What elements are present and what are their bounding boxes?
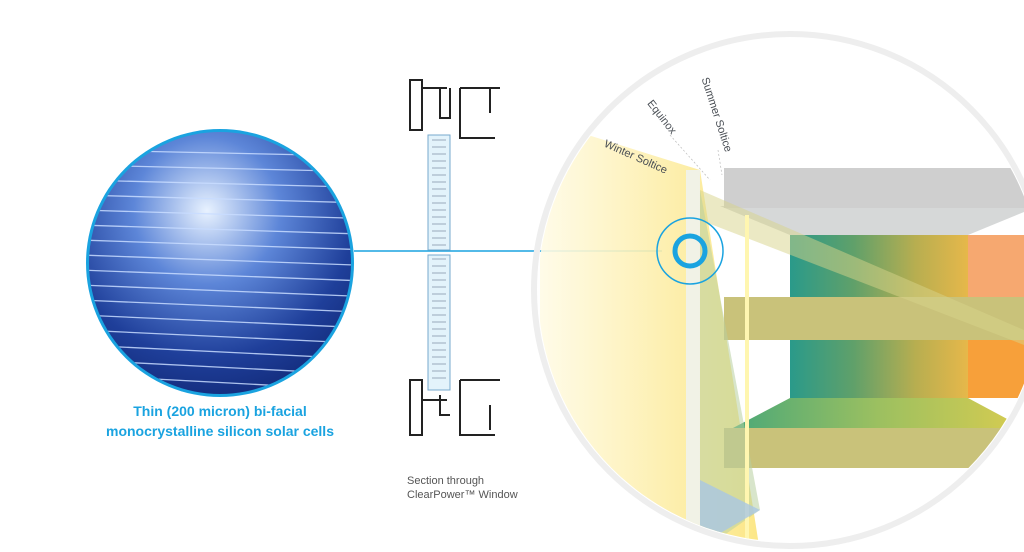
section-caption: Section through ClearPower™ Window [407, 474, 518, 502]
cell-stripe [89, 269, 351, 282]
cell-caption-line2: monocrystalline silicon solar cells [106, 423, 334, 439]
cell-stripe [89, 254, 351, 266]
section-caption-line1: Section through [407, 475, 485, 487]
window-section [409, 79, 500, 436]
cell-stripe [89, 329, 351, 344]
cell-caption-line1: Thin (200 micron) bi-facial [133, 403, 307, 419]
cell-stripe [89, 314, 351, 329]
section-caption-line2: ClearPower™ Window [407, 489, 518, 501]
cell-stripe [89, 224, 351, 235]
solar-cell-closeup [86, 129, 354, 397]
cell-stripe [89, 179, 351, 188]
sun-rays [669, 134, 723, 181]
cell-stripe [89, 194, 351, 204]
building-section [540, 120, 1024, 542]
cell-stripe [89, 239, 351, 251]
cell-stripe [89, 284, 351, 298]
focus-marker [656, 217, 724, 285]
cell-stripe [89, 209, 351, 220]
cell-stripe [89, 299, 351, 313]
scene-outline [531, 31, 1024, 549]
